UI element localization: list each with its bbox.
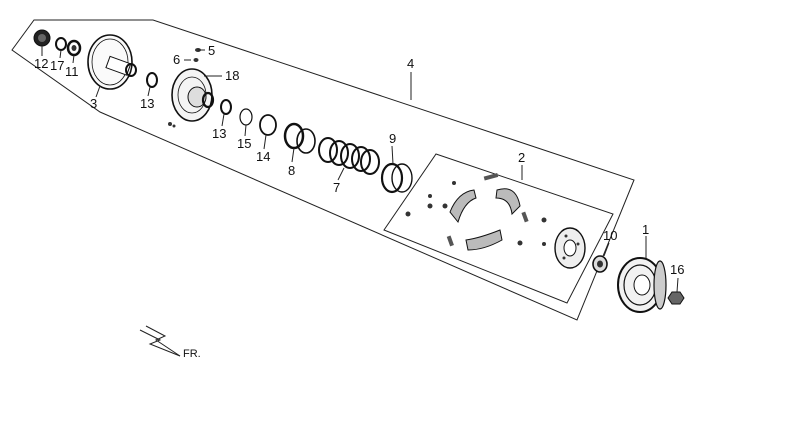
front-direction-label: FR. bbox=[183, 348, 201, 360]
o-ring-part-14 bbox=[259, 114, 277, 136]
front-direction-arrow: FR. bbox=[139, 325, 201, 360]
label-part-7: 7 bbox=[333, 180, 340, 195]
o-ring-part-13a bbox=[146, 72, 158, 88]
label-part-8: 8 bbox=[288, 163, 295, 178]
nut-part-16 bbox=[667, 291, 685, 305]
assembly-outline-4 bbox=[11, 19, 635, 321]
leader-lines bbox=[41, 46, 679, 293]
o-ring-part-15 bbox=[239, 108, 253, 126]
label-part-10: 10 bbox=[603, 228, 617, 243]
label-part-14: 14 bbox=[256, 149, 270, 164]
o-ring-part-13b bbox=[220, 99, 232, 115]
label-part-13a: 13 bbox=[140, 96, 154, 111]
label-part-16: 16 bbox=[670, 262, 684, 277]
label-part-3: 3 bbox=[90, 96, 97, 111]
clutch-bell-part-1 bbox=[617, 257, 667, 313]
washer-part-17 bbox=[55, 37, 67, 51]
label-part-1: 1 bbox=[642, 222, 649, 237]
label-part-13b: 13 bbox=[212, 126, 226, 141]
spring-part-7 bbox=[318, 137, 380, 175]
clutch-outline-2 bbox=[383, 153, 614, 304]
sliding-sheave-part-18 bbox=[168, 68, 215, 128]
pin-part-6 bbox=[193, 58, 199, 62]
clutch-shoes-part-2 bbox=[405, 172, 586, 269]
nut-part-10 bbox=[592, 255, 608, 273]
label-part-4: 4 bbox=[407, 56, 414, 71]
label-part-11: 11 bbox=[65, 64, 79, 79]
label-part-5: 5 bbox=[208, 43, 215, 58]
label-part-6: 6 bbox=[173, 52, 180, 67]
nut-part-12 bbox=[33, 29, 51, 47]
driven-face-part-3 bbox=[87, 34, 137, 90]
label-part-2: 2 bbox=[518, 150, 525, 165]
bearing-part-11 bbox=[66, 39, 82, 57]
label-part-18: 18 bbox=[225, 68, 239, 83]
label-part-12: 12 bbox=[34, 56, 48, 71]
seal-part-9 bbox=[380, 162, 413, 194]
part-labels: 12 17 11 3 13 5 6 18 13 15 14 8 7 9 4 2 … bbox=[34, 43, 684, 277]
label-part-17: 17 bbox=[50, 58, 64, 73]
collar-part-8 bbox=[283, 122, 316, 154]
label-part-9: 9 bbox=[389, 131, 396, 146]
label-part-15: 15 bbox=[237, 136, 251, 151]
